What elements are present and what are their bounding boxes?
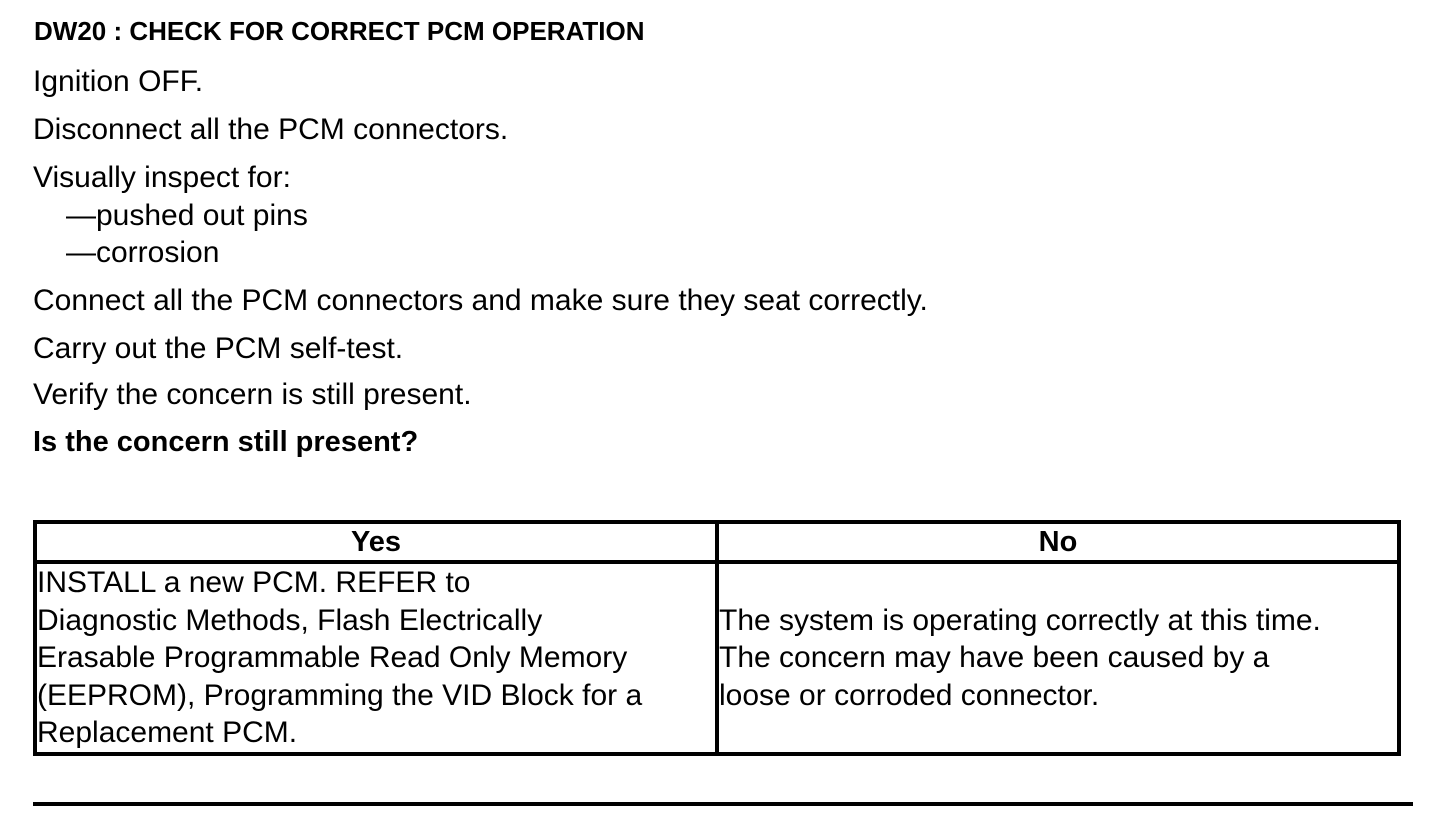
no-action-line: The system is operating correctly at thi… (719, 603, 1321, 637)
yes-action-line: INSTALL a new PCM. REFER to (37, 566, 471, 599)
result-table: Yes No INSTALL a new PCM. REFER to Diagn… (33, 520, 1401, 756)
inspect-item-pushed-out-pins: —pushed out pins (66, 199, 308, 232)
yes-action-line: Diagnostic Methods, Flash Electrically (37, 603, 543, 637)
header-yes: Yes (33, 520, 719, 564)
inspect-item-corrosion: —corrosion (66, 236, 220, 269)
yes-action-line: Erasable Programmable Read Only Memory (37, 641, 628, 674)
step-connect-connectors: Connect all the PCM connectors and make … (33, 284, 928, 317)
bottom-divider (33, 802, 1413, 806)
no-action-cell: The system is operating correctly at thi… (715, 560, 1401, 756)
step-ignition-off: Ignition OFF. (33, 65, 204, 98)
yes-action-cell: INSTALL a new PCM. REFER to Diagnostic M… (33, 560, 719, 756)
result-table-row: INSTALL a new PCM. REFER to Diagnostic M… (33, 560, 1401, 756)
result-table-header-row: Yes No (33, 520, 1401, 564)
yes-action-line: (EEPROM), Programming the VID Block for … (37, 678, 643, 712)
header-no: No (715, 520, 1401, 564)
no-action-line: loose or corroded connector. (719, 678, 1100, 712)
yes-action-line: Replacement PCM. (37, 716, 298, 749)
step-visually-inspect: Visually inspect for: (33, 161, 291, 194)
step-verify-concern: Verify the concern is still present. (33, 378, 472, 411)
step-disconnect-connectors: Disconnect all the PCM connectors. (33, 113, 509, 146)
diagnostic-question: Is the concern still present? (33, 426, 419, 458)
no-action-line: The concern may have been caused by a (719, 641, 1270, 674)
step-heading: DW20 : CHECK FOR CORRECT PCM OPERATION (34, 16, 645, 46)
step-self-test: Carry out the PCM self-test. (33, 332, 404, 365)
